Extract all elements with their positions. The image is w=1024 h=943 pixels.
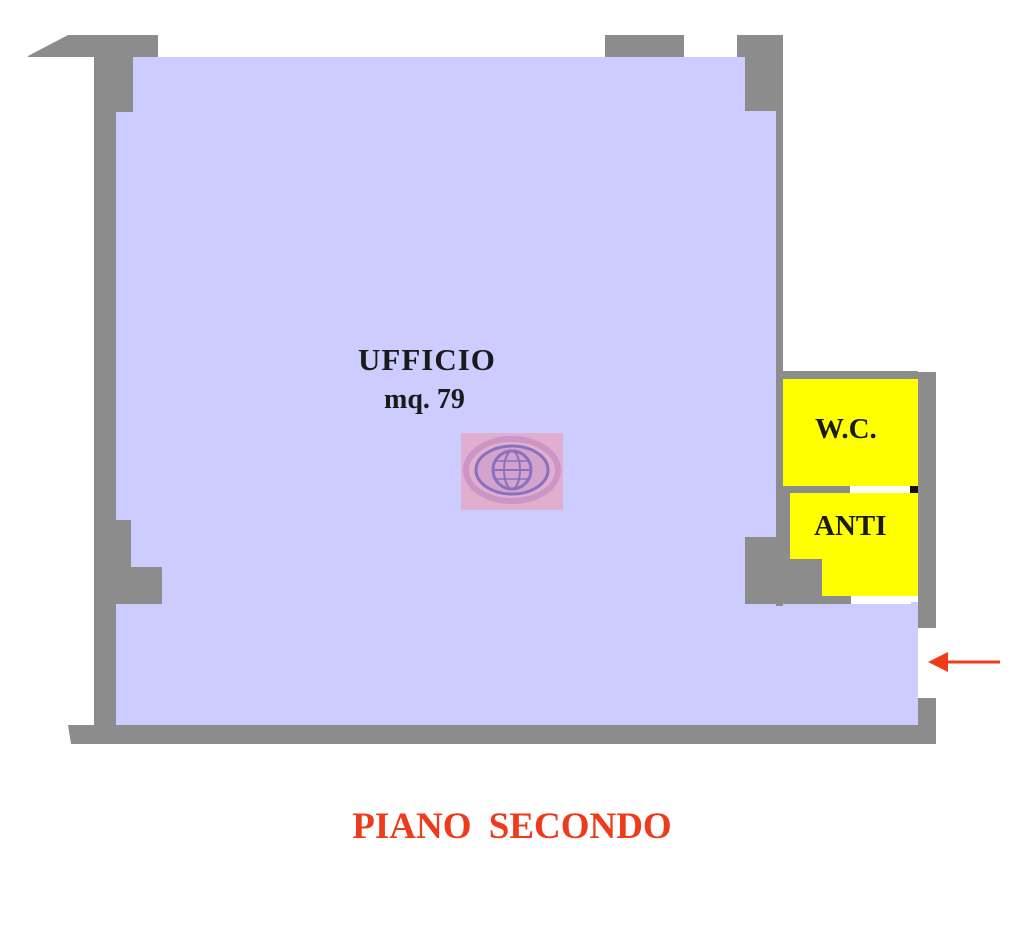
wall-bathroom-top bbox=[783, 371, 918, 379]
wall-right bbox=[776, 56, 783, 606]
anti-corner-block bbox=[783, 493, 822, 596]
floor-title: PIANO SECONDO bbox=[352, 806, 672, 847]
doorway-anti-office bbox=[851, 596, 911, 604]
pilaster-lower-right bbox=[745, 537, 783, 604]
room-area-ufficio: mq. 79 bbox=[384, 384, 465, 415]
room-label-ufficio: UFFICIO bbox=[358, 342, 496, 377]
wall-partition bbox=[783, 486, 850, 493]
wall-bottom bbox=[68, 725, 936, 744]
wall-top-left bbox=[28, 35, 158, 57]
pilaster-upper-left bbox=[115, 57, 133, 112]
anti-floor bbox=[790, 493, 918, 596]
entrance-arrow-icon bbox=[928, 652, 1000, 672]
doorway-wc-anti bbox=[850, 486, 910, 493]
entrance-opening bbox=[918, 628, 936, 698]
wall-top-right bbox=[737, 35, 783, 57]
door-jamb bbox=[909, 486, 918, 493]
walls bbox=[28, 35, 936, 744]
wall-bathroom-bottom bbox=[783, 595, 851, 604]
room-label-anti: ANTI bbox=[814, 510, 887, 542]
wc-floor bbox=[783, 379, 918, 486]
office-floor bbox=[116, 57, 920, 725]
pilaster-lower-left bbox=[115, 520, 162, 604]
room-label-wc: W.C. bbox=[815, 413, 877, 445]
wall-left bbox=[94, 56, 116, 725]
wall-east bbox=[918, 372, 936, 628]
globe-logo-icon bbox=[461, 433, 563, 510]
wall-top-center bbox=[605, 35, 684, 57]
